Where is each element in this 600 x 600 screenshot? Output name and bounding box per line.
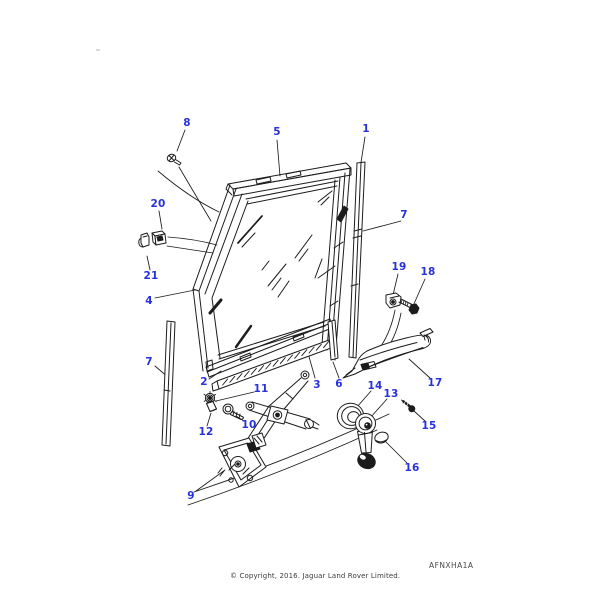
part-label-3[interactable]: 3 <box>313 378 321 391</box>
part-label-19[interactable]: 19 <box>391 260 407 273</box>
part-label-7-left[interactable]: 7 <box>145 355 153 368</box>
part-label-6[interactable]: 6 <box>335 377 343 390</box>
pull-handle <box>342 328 434 379</box>
figure-code: AFNXHA1A <box>429 561 474 570</box>
part-label-12[interactable]: 12 <box>198 425 214 438</box>
part-label-11[interactable]: 11 <box>253 382 269 395</box>
part-label-16[interactable]: 16 <box>404 461 420 474</box>
bottom-channel-rails <box>205 318 339 392</box>
part-label-14[interactable]: 14 <box>367 379 383 392</box>
part-label-20[interactable]: 20 <box>150 197 166 210</box>
part-label-15[interactable]: 15 <box>421 419 437 432</box>
part-label-17[interactable]: 17 <box>427 376 443 389</box>
window-frame <box>192 162 352 372</box>
frame-screw <box>166 153 182 166</box>
window-crank <box>336 399 416 470</box>
copyright-notice: © Copyright, 2016. Jaguar Land Rover Lim… <box>230 572 401 580</box>
part-label-21[interactable]: 21 <box>143 269 159 282</box>
door-glass <box>208 180 339 360</box>
channel-clips <box>138 230 167 248</box>
part-label-9[interactable]: 9 <box>187 489 195 502</box>
part-label-1[interactable]: 1 <box>362 122 370 135</box>
glass-run-channel-left <box>161 320 176 447</box>
part-label-5[interactable]: 5 <box>273 125 281 138</box>
glass-reflections <box>208 190 336 349</box>
part-label-4[interactable]: 4 <box>145 294 153 307</box>
part-label-2[interactable]: 2 <box>200 375 208 388</box>
handle-fixings <box>385 292 420 315</box>
part-label-18[interactable]: 18 <box>420 265 436 278</box>
part-label-7-right[interactable]: 7 <box>400 208 408 221</box>
part-label-8[interactable]: 8 <box>183 116 191 129</box>
window-regulator <box>203 370 320 488</box>
part-label-10[interactable]: 10 <box>241 418 257 431</box>
print-artifact-speck <box>96 49 100 51</box>
glass-run-channel-right <box>348 161 366 359</box>
part-label-13[interactable]: 13 <box>383 387 399 400</box>
